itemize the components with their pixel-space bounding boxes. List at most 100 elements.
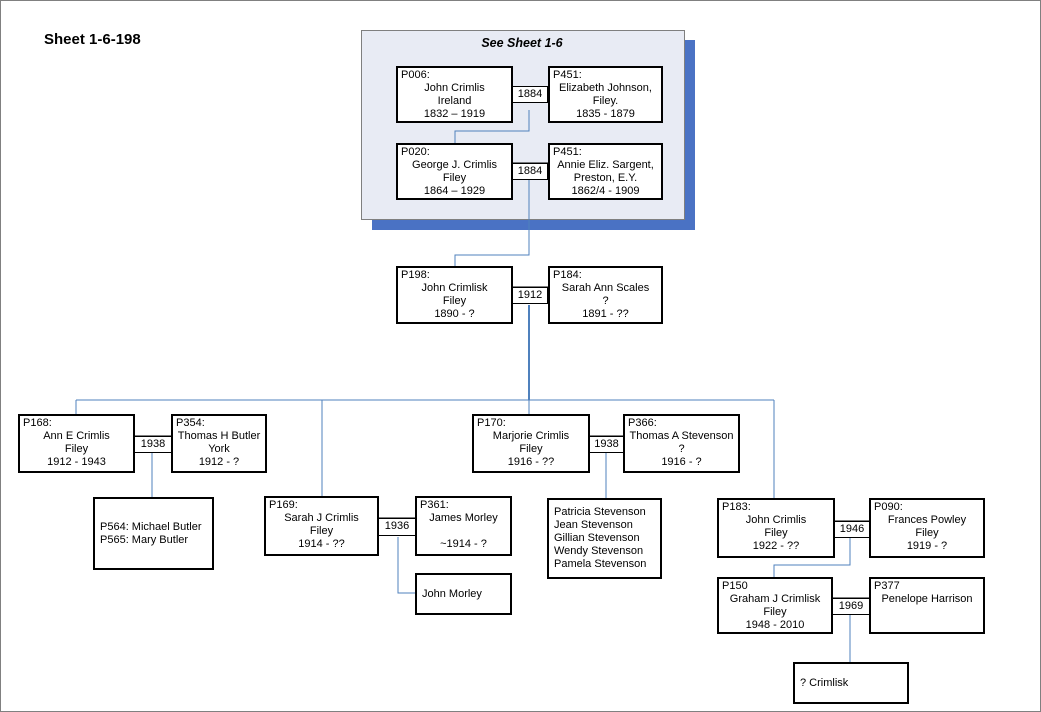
person-place: ? [602, 295, 609, 307]
person-name: James Morley [429, 512, 498, 524]
person-place: Filey [442, 295, 467, 307]
person-dates: 1916 - ? [661, 456, 702, 468]
person-dates: 1922 - ?? [752, 540, 800, 552]
person-box-p020: P020: George J. Crimlis Filey 1864 – 192… [396, 143, 513, 200]
person-place: ? [678, 443, 685, 455]
person-dates: 1919 - ? [906, 540, 948, 552]
person-place: Filey [915, 527, 939, 539]
person-place: Filey [764, 527, 788, 539]
child-entry: P565: Mary Butler [100, 533, 189, 546]
children-box-stevenson: Patricia Stevenson Jean Stevenson Gillia… [547, 498, 662, 579]
person-place: Filey [309, 525, 334, 537]
person-dates: 1948 - 2010 [745, 619, 805, 631]
child-entry: ? Crimlisk [800, 676, 849, 689]
person-id: P006: [401, 69, 430, 81]
child-entry: John Morley [422, 587, 482, 600]
marriage-year: 1884 [512, 86, 548, 103]
person-id: P090: [874, 501, 903, 513]
person-name: Thomas H Butler [177, 430, 261, 442]
person-name: John Crimlisk [421, 282, 488, 294]
person-dates: 1891 - ?? [582, 308, 629, 320]
person-box-p169: P169: Sarah J Crimlis Filey 1914 - ?? [264, 496, 379, 556]
person-box-p198: P198: John Crimlisk Filey 1890 - ? [396, 266, 513, 324]
person-id: P168: [23, 417, 52, 429]
person-name: Frances Powley [887, 514, 967, 526]
person-place [420, 525, 507, 538]
person-place: Preston, E.Y. [573, 172, 638, 184]
person-name: John Crimlis [745, 514, 807, 526]
person-id: P170: [477, 417, 506, 429]
connector [397, 537, 415, 594]
person-dates: 1914 - ?? [298, 538, 345, 550]
person-place: Ireland [437, 95, 472, 107]
person-id: P354: [176, 417, 205, 429]
person-dates: 1835 - 1879 [576, 108, 635, 120]
person-place: Filey [763, 606, 787, 618]
person-place: York [208, 443, 230, 455]
child-entry: Gillian Stevenson [554, 532, 640, 544]
marriage-year: 1936 [378, 518, 416, 536]
person-id: P150 [722, 580, 748, 592]
person-name: Ann E Crimlis [43, 430, 110, 442]
person-dates: 1916 - ?? [507, 456, 555, 468]
person-id: P451: [553, 146, 582, 158]
person-box-p006: P006: John Crimlis Ireland 1832 – 1919 [396, 66, 513, 123]
person-name: John Crimlis [424, 82, 485, 94]
person-name: Graham J Crimlisk [729, 593, 821, 605]
marriage-year: 1912 [512, 287, 548, 304]
person-dates: ~1914 - ? [440, 538, 487, 550]
children-box-butler: P564: Michael Butler P565: Mary Butler [93, 497, 214, 570]
person-box-p183: P183: John Crimlis Filey 1922 - ?? [717, 498, 835, 558]
child-entry: Patricia Stevenson [554, 506, 646, 518]
sheet-title: Sheet 1-6-198 [44, 31, 141, 48]
person-id: P183: [722, 501, 751, 513]
person-id: P198: [401, 269, 430, 281]
person-dates: 1862/4 - 1909 [571, 185, 640, 197]
person-box-p090: P090: Frances Powley Filey 1919 - ? [869, 498, 985, 558]
person-box-p361: P361: James Morley ~1914 - ? [415, 496, 512, 556]
children-box-morley: John Morley [415, 573, 512, 615]
person-id: P361: [420, 499, 449, 511]
person-box-p354: P354: Thomas H Butler York 1912 - ? [171, 414, 267, 473]
person-place: Filey. [592, 95, 619, 107]
person-box-p377: P377 Penelope Harrison [869, 577, 985, 634]
child-entry: Jean Stevenson [554, 519, 633, 531]
person-box-p184: P184: Sarah Ann Scales ? 1891 - ?? [548, 266, 663, 324]
person-name: Thomas A Stevenson [629, 430, 734, 442]
person-dates: 1912 - 1943 [47, 456, 106, 468]
person-box-p168: P168: Ann E Crimlis Filey 1912 - 1943 [18, 414, 135, 473]
person-name: Sarah Ann Scales [561, 282, 650, 294]
person-place: Filey [519, 443, 543, 455]
connector [454, 180, 530, 266]
child-entry: Wendy Stevenson [554, 545, 644, 557]
person-place: Filey [64, 443, 89, 455]
person-dates: 1912 - ? [198, 456, 240, 468]
person-name: Sarah J Crimlis [284, 512, 359, 524]
person-id: P451: [553, 69, 582, 81]
person-dates: 1832 – 1919 [423, 108, 486, 120]
person-name: Penelope Harrison [881, 593, 973, 605]
child-entry: Pamela Stevenson [554, 558, 647, 570]
person-id: P366: [628, 417, 657, 429]
person-dates: 1890 - ? [434, 308, 475, 320]
marriage-year: 1938 [589, 436, 624, 453]
child-entry: P564: Michael Butler [100, 520, 202, 533]
marriage-year: 1938 [134, 436, 172, 453]
person-id: P377 [874, 580, 900, 592]
connector [773, 537, 851, 578]
reference-title: See Sheet 1-6 [481, 36, 563, 50]
person-box-p451: P451: Elizabeth Johnson, Filey. 1835 - 1… [548, 66, 663, 123]
marriage-year: 1946 [834, 521, 870, 538]
person-box-p451-2: P451: Annie Eliz. Sargent, Preston, E.Y.… [548, 143, 663, 200]
person-name: Marjorie Crimlis [492, 430, 570, 442]
person-id: P184: [553, 269, 582, 281]
person-place: Filey [442, 172, 467, 184]
person-name: Annie Eliz. Sargent, [557, 159, 654, 171]
person-id: P020: [401, 146, 430, 158]
person-name: George J. Crimlis [412, 159, 497, 171]
marriage-year: 1884 [512, 163, 548, 180]
person-box-p366: P366: Thomas A Stevenson ? 1916 - ? [623, 414, 740, 473]
children-box-crimlisk: ? Crimlisk [793, 662, 909, 704]
marriage-year: 1969 [832, 598, 870, 615]
person-name: Elizabeth Johnson, [559, 82, 652, 94]
